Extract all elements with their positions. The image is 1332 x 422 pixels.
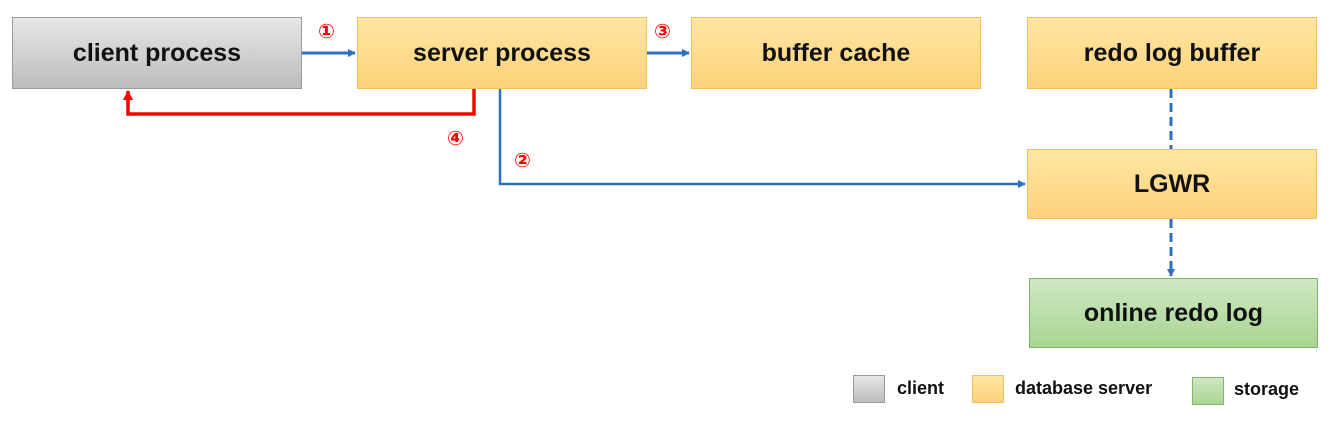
arrow-server-to-client-return — [123, 89, 476, 116]
server-process-node: server process — [357, 17, 647, 89]
client-process-node: client process — [12, 17, 302, 89]
online-redo-log-node: online redo log — [1029, 278, 1318, 348]
legend-storage-label: storage — [1234, 379, 1300, 399]
legend-client-label: client — [897, 378, 945, 398]
legend-database-server-label: database server — [1015, 378, 1153, 398]
step-3-label: ③ — [654, 19, 671, 43]
buffer-cache-node: buffer cache — [691, 17, 981, 89]
legend-storage-swatch — [1192, 377, 1224, 405]
step-2-label: ② — [514, 148, 531, 172]
arrow-server-to-lgwr — [498, 89, 1026, 188]
step-1-label: ① — [318, 19, 335, 43]
legend-database-server-swatch — [972, 375, 1004, 403]
lgwr-node: LGWR — [1027, 149, 1317, 219]
step-4-label: ④ — [447, 126, 464, 150]
legend-client-swatch — [853, 375, 885, 403]
redo-log-buffer-node: redo log buffer — [1027, 17, 1317, 89]
